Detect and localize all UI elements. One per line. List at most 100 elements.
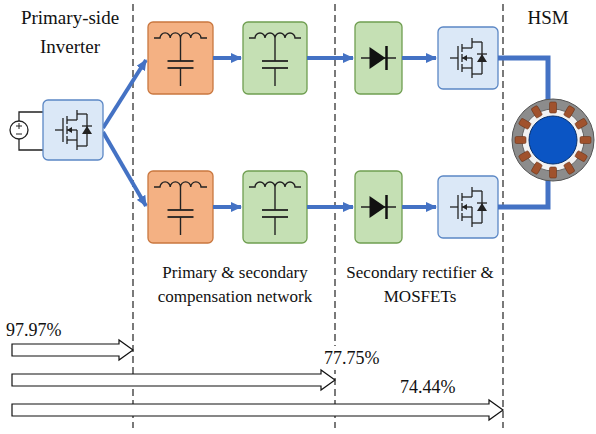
- mosfet-stroke: [471, 207, 472, 217]
- mosfet-arrow: [462, 55, 467, 61]
- power-arrow: [307, 205, 353, 209]
- power-arrow: [402, 205, 436, 209]
- mosfet-stroke: [472, 73, 482, 74]
- node-heading: HSM: [500, 3, 596, 32]
- secondary-compensation-box: [243, 171, 307, 243]
- efficiency-value: 74.44%: [398, 375, 458, 399]
- source-wire: [19, 112, 43, 121]
- mosfet-stroke: [477, 53, 487, 54]
- mosfet-stroke: [76, 110, 77, 120]
- mosfet-stroke: [450, 57, 458, 58]
- capacitor-lead: [180, 187, 181, 210]
- inverter-node: Primary-side Inverter: [5, 3, 135, 165]
- mosfet-stroke: [457, 195, 458, 219]
- stator-coil: [575, 118, 588, 130]
- stator-coil: [563, 105, 575, 118]
- stator-coil: [575, 150, 588, 162]
- source-minus: [16, 134, 22, 135]
- node-shape: [500, 3, 596, 198]
- air-gap: [522, 109, 584, 171]
- mosfet-stroke: [471, 68, 472, 78]
- mosfet-stroke: [462, 216, 472, 217]
- mosfet-box: [438, 27, 498, 89]
- efficiency-arrow: [12, 340, 133, 360]
- capacitor-plate: [168, 209, 194, 211]
- stator-coil: [518, 118, 531, 130]
- section-label: Secondary rectifier & MOSFETs: [337, 261, 503, 309]
- section-divider: [132, 4, 133, 428]
- diode-bar: [385, 195, 388, 219]
- mosfet-stroke: [62, 118, 63, 142]
- body-diode: [82, 126, 92, 134]
- mosfet-stroke: [76, 130, 77, 140]
- power-arrow: [213, 205, 241, 209]
- efficiency-value: 77.75%: [322, 346, 382, 370]
- mosfet-stroke: [77, 145, 87, 146]
- rectifier-box: [355, 22, 402, 94]
- dc-source: [10, 121, 28, 139]
- power-arrow: [103, 60, 146, 128]
- stator-coil: [580, 137, 591, 144]
- primary-compensation-box: [148, 171, 213, 243]
- mosfet-stroke: [471, 217, 472, 227]
- power-arrow: [307, 56, 353, 60]
- mosfet-stroke: [55, 129, 63, 130]
- capacitor-lead: [274, 217, 275, 235]
- efficiency-arrow: [12, 370, 335, 390]
- mosfet-stroke: [471, 187, 472, 197]
- stator-coil: [518, 150, 531, 162]
- mosfet-stroke: [76, 140, 77, 150]
- inverter-box: [43, 100, 103, 160]
- mosfet-arrow: [462, 204, 467, 210]
- power-arrow: [402, 56, 436, 60]
- diode-triangle: [370, 196, 386, 218]
- mosfet-stroke: [462, 196, 472, 197]
- diode-bar: [385, 46, 388, 70]
- rectifier-box: [355, 171, 402, 243]
- mosfet-stroke: [82, 125, 92, 126]
- mosfet-stroke: [77, 113, 87, 114]
- mosfet-stroke: [477, 202, 487, 203]
- section-divider: [502, 4, 503, 428]
- mosfet-stroke: [462, 67, 472, 68]
- efficiency-arrow: [12, 400, 503, 420]
- capacitor-lead: [274, 38, 275, 61]
- capacitor-plate: [262, 209, 288, 211]
- mosfet-stroke: [472, 41, 482, 42]
- inductor-symbol: [154, 182, 207, 187]
- diode-triangle: [370, 47, 386, 69]
- stator-coil: [550, 102, 557, 113]
- inductor-symbol: [249, 33, 301, 38]
- efficiency-value: 97.97%: [4, 318, 64, 342]
- primary-compensation-box: [148, 22, 213, 94]
- secondary-compensation-box: [243, 22, 307, 94]
- capacitor-lead: [180, 38, 181, 61]
- capacitor-plate: [262, 60, 288, 62]
- capacitor-lead: [180, 68, 181, 86]
- mosfet-stroke: [471, 38, 472, 48]
- rotor: [529, 116, 577, 164]
- capacitor-plate: [168, 60, 194, 62]
- stator-coil: [531, 162, 543, 175]
- body-diode: [477, 54, 487, 62]
- mosfet-stroke: [67, 139, 77, 140]
- mosfet-stroke: [472, 190, 482, 191]
- section-label: Primary & secondary compensation network: [137, 261, 333, 309]
- mosfet-box: [438, 176, 498, 238]
- capacitor-lead: [274, 187, 275, 210]
- node-heading: Primary-side Inverter: [5, 3, 135, 61]
- mosfet-stroke: [67, 119, 77, 120]
- power-arrow: [213, 56, 241, 60]
- mosfet-stroke: [472, 222, 482, 223]
- power-arrow: [103, 132, 146, 206]
- mosfet-stroke: [457, 46, 458, 70]
- motor-node: HSM: [500, 3, 596, 198]
- capacitor-lead: [180, 217, 181, 235]
- source-plus: [19, 123, 20, 129]
- stator-coil: [515, 137, 526, 144]
- inductor-symbol: [249, 182, 301, 187]
- stator-coil: [531, 105, 543, 118]
- body-diode: [477, 203, 487, 211]
- capacitor-lead: [274, 68, 275, 86]
